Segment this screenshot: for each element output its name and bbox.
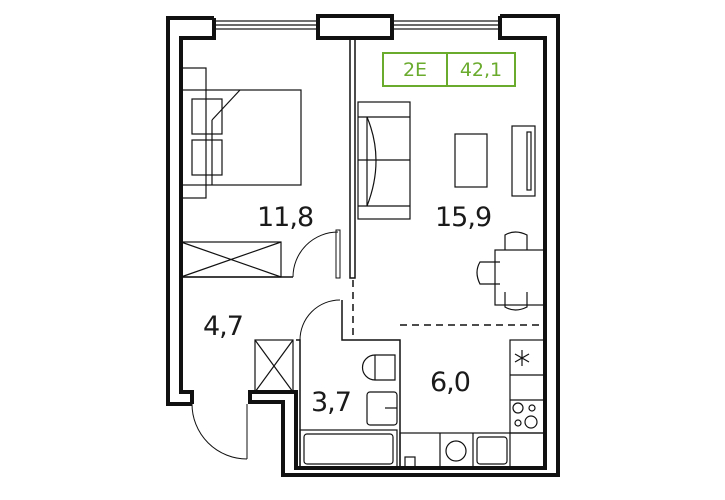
total-area: 42,1 xyxy=(459,58,503,81)
bed xyxy=(180,67,302,199)
kitchen-counter xyxy=(399,339,546,469)
sofa xyxy=(357,101,411,220)
apartment-type: 2E xyxy=(384,54,448,85)
room-area-bedroom: 11,8 xyxy=(257,202,314,233)
room-area-bathroom: 3,7 xyxy=(311,387,352,418)
windows xyxy=(213,20,501,30)
coffee-table xyxy=(454,133,488,188)
room-area-living-room: 15,9 xyxy=(435,202,492,233)
tv-stand xyxy=(511,125,536,197)
doors xyxy=(191,229,341,460)
room-area-kitchen: 6,0 xyxy=(430,367,471,398)
toilet xyxy=(361,354,396,381)
hall-closet xyxy=(254,339,294,393)
wardrobe xyxy=(180,241,282,278)
bathtub xyxy=(299,429,398,469)
dining-table xyxy=(476,231,546,311)
room-area-hallway: 4,7 xyxy=(203,311,244,342)
sink xyxy=(366,391,398,426)
apartment-badge: 2E 42,1 xyxy=(382,52,516,87)
